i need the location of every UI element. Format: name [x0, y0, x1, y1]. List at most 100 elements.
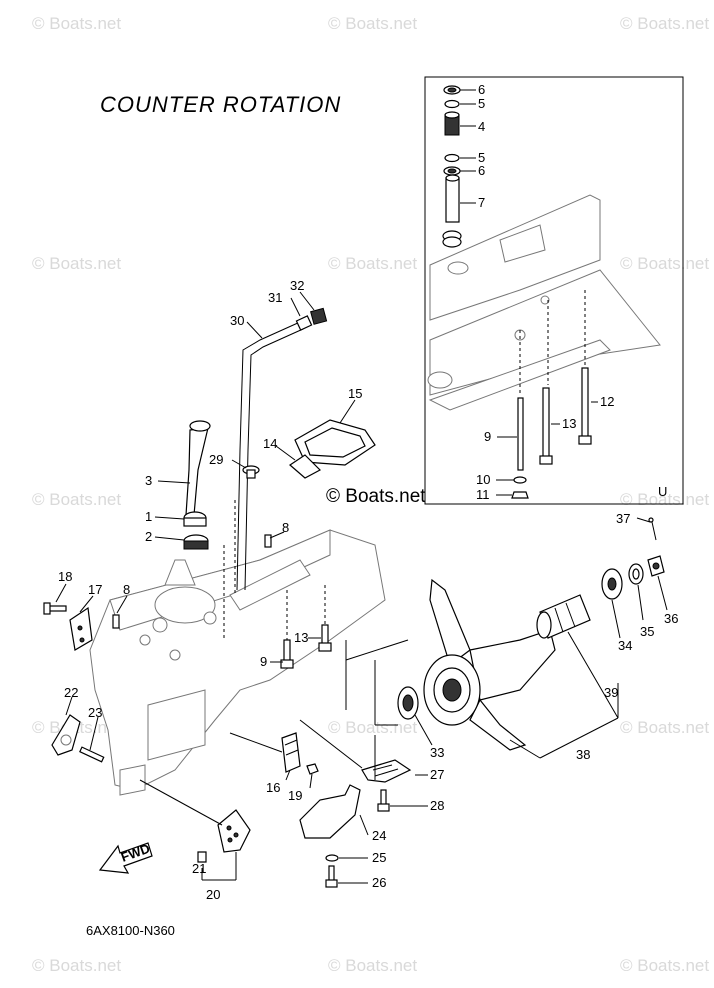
- callout-12: 12: [600, 394, 614, 409]
- inset-washer-10: [513, 476, 527, 484]
- water-tube-3: [185, 420, 211, 516]
- callout-9: 9: [260, 654, 267, 669]
- lower-case-housing: [89, 529, 386, 796]
- washer-35: [628, 563, 644, 585]
- callout-1: 1: [145, 509, 152, 524]
- forward-arrow-icon: FWD: [98, 841, 153, 874]
- inset-bushing-4: [444, 111, 460, 136]
- plate-14: [289, 454, 321, 479]
- callout-13: 13: [294, 630, 308, 645]
- bolt-13: [318, 624, 332, 652]
- spacer-34: [601, 568, 623, 600]
- callout-2: 2: [145, 529, 152, 544]
- callout-9: 9: [484, 429, 491, 444]
- screw-21: [197, 851, 207, 863]
- screw-18: [43, 602, 67, 615]
- watermark: © Boats.net: [328, 718, 418, 737]
- callout-14: 14: [263, 436, 277, 451]
- watermark: © Boats.net: [32, 490, 122, 509]
- thrust-hub-33: [397, 686, 419, 720]
- callout-23: 23: [88, 705, 102, 720]
- callout-4: 4: [478, 119, 485, 134]
- callout-13: 13: [562, 416, 576, 431]
- callout-25: 25: [372, 850, 386, 865]
- watermark: © Boats.net: [328, 254, 418, 273]
- watermark: © Boats.net: [32, 14, 122, 33]
- callout-5: 5: [478, 150, 485, 165]
- nut-19: [306, 763, 319, 775]
- bolt-28: [377, 789, 390, 812]
- inset-sleeve-7: [445, 174, 460, 223]
- callout-6: 6: [478, 163, 485, 178]
- callout-28: 28: [430, 798, 444, 813]
- inset-frame: [424, 76, 684, 505]
- holder-32: [310, 307, 328, 325]
- callout-24: 24: [372, 828, 386, 843]
- inset-oring-5-top: [444, 99, 460, 109]
- watermark: © Boats.net: [328, 14, 418, 33]
- callout-30: 30: [230, 313, 244, 328]
- grommet-31: [295, 315, 313, 331]
- callout-18: 18: [58, 569, 72, 584]
- watermark: © Boats.net: [32, 254, 122, 273]
- washer-25: [325, 854, 339, 862]
- inset-seal-6-top: [443, 85, 461, 95]
- inset-spring: [442, 230, 462, 248]
- dowel-8-left: [112, 614, 120, 629]
- callout-39: 39: [604, 685, 618, 700]
- callout-16: 16: [266, 780, 280, 795]
- watermark: © Boats.net: [620, 718, 710, 737]
- callout-37: 37: [616, 511, 630, 526]
- cotter-pin-37: [648, 517, 657, 541]
- pipe-30: [236, 321, 304, 591]
- callout-8: 8: [123, 582, 130, 597]
- nut-36: [647, 555, 665, 577]
- callout-6: 6: [478, 82, 485, 97]
- callout-10: 10: [476, 472, 490, 487]
- callout-32: 32: [290, 278, 304, 293]
- bushing-39: [536, 594, 591, 639]
- callout-3: 3: [145, 473, 152, 488]
- dowel-8-upper: [264, 534, 272, 548]
- callout-8: 8: [282, 520, 289, 535]
- callout-38: 38: [576, 747, 590, 762]
- callout-5: 5: [478, 96, 485, 111]
- watermark: © Boats.net: [32, 956, 122, 975]
- callout-20: 20: [206, 887, 220, 902]
- watermark: © Boats.net: [620, 254, 710, 273]
- brand-label: © Boats.net: [326, 486, 426, 507]
- gasket-15: [294, 419, 376, 466]
- grommet-2: [183, 534, 209, 550]
- anode-16: [281, 732, 301, 773]
- grommet-1: [183, 511, 207, 527]
- callout-7: 7: [478, 195, 485, 210]
- callout-36: 36: [664, 611, 678, 626]
- callout-33: 33: [430, 745, 444, 760]
- inset-stud-9: [517, 397, 524, 471]
- callout-35: 35: [640, 624, 654, 639]
- callout-21: 21: [192, 861, 206, 876]
- callout-15: 15: [348, 386, 362, 401]
- inset-bolt-13: [539, 387, 553, 465]
- diagram-title: COUNTER ROTATION: [100, 92, 342, 117]
- inset-mark: U: [658, 484, 667, 499]
- callout-19: 19: [288, 788, 302, 803]
- inset-housing: [427, 194, 661, 411]
- callout-29: 29: [209, 452, 223, 467]
- grommet-29: [242, 465, 260, 479]
- watermark: © Boats.net: [620, 956, 710, 975]
- inset-nut-11: [511, 491, 529, 499]
- propeller-38: [423, 578, 556, 751]
- diagram-code: 6AX8100-N360: [86, 923, 175, 938]
- bolt-26: [325, 865, 338, 888]
- watermark: © Boats.net: [620, 14, 710, 33]
- plate-24: [299, 784, 361, 839]
- callout-17: 17: [88, 582, 102, 597]
- strainer-27: [361, 759, 412, 783]
- callout-31: 31: [268, 290, 282, 305]
- trim-tab-22: [51, 714, 81, 756]
- inset-seal-6: [443, 166, 461, 176]
- cover-20: [217, 809, 251, 853]
